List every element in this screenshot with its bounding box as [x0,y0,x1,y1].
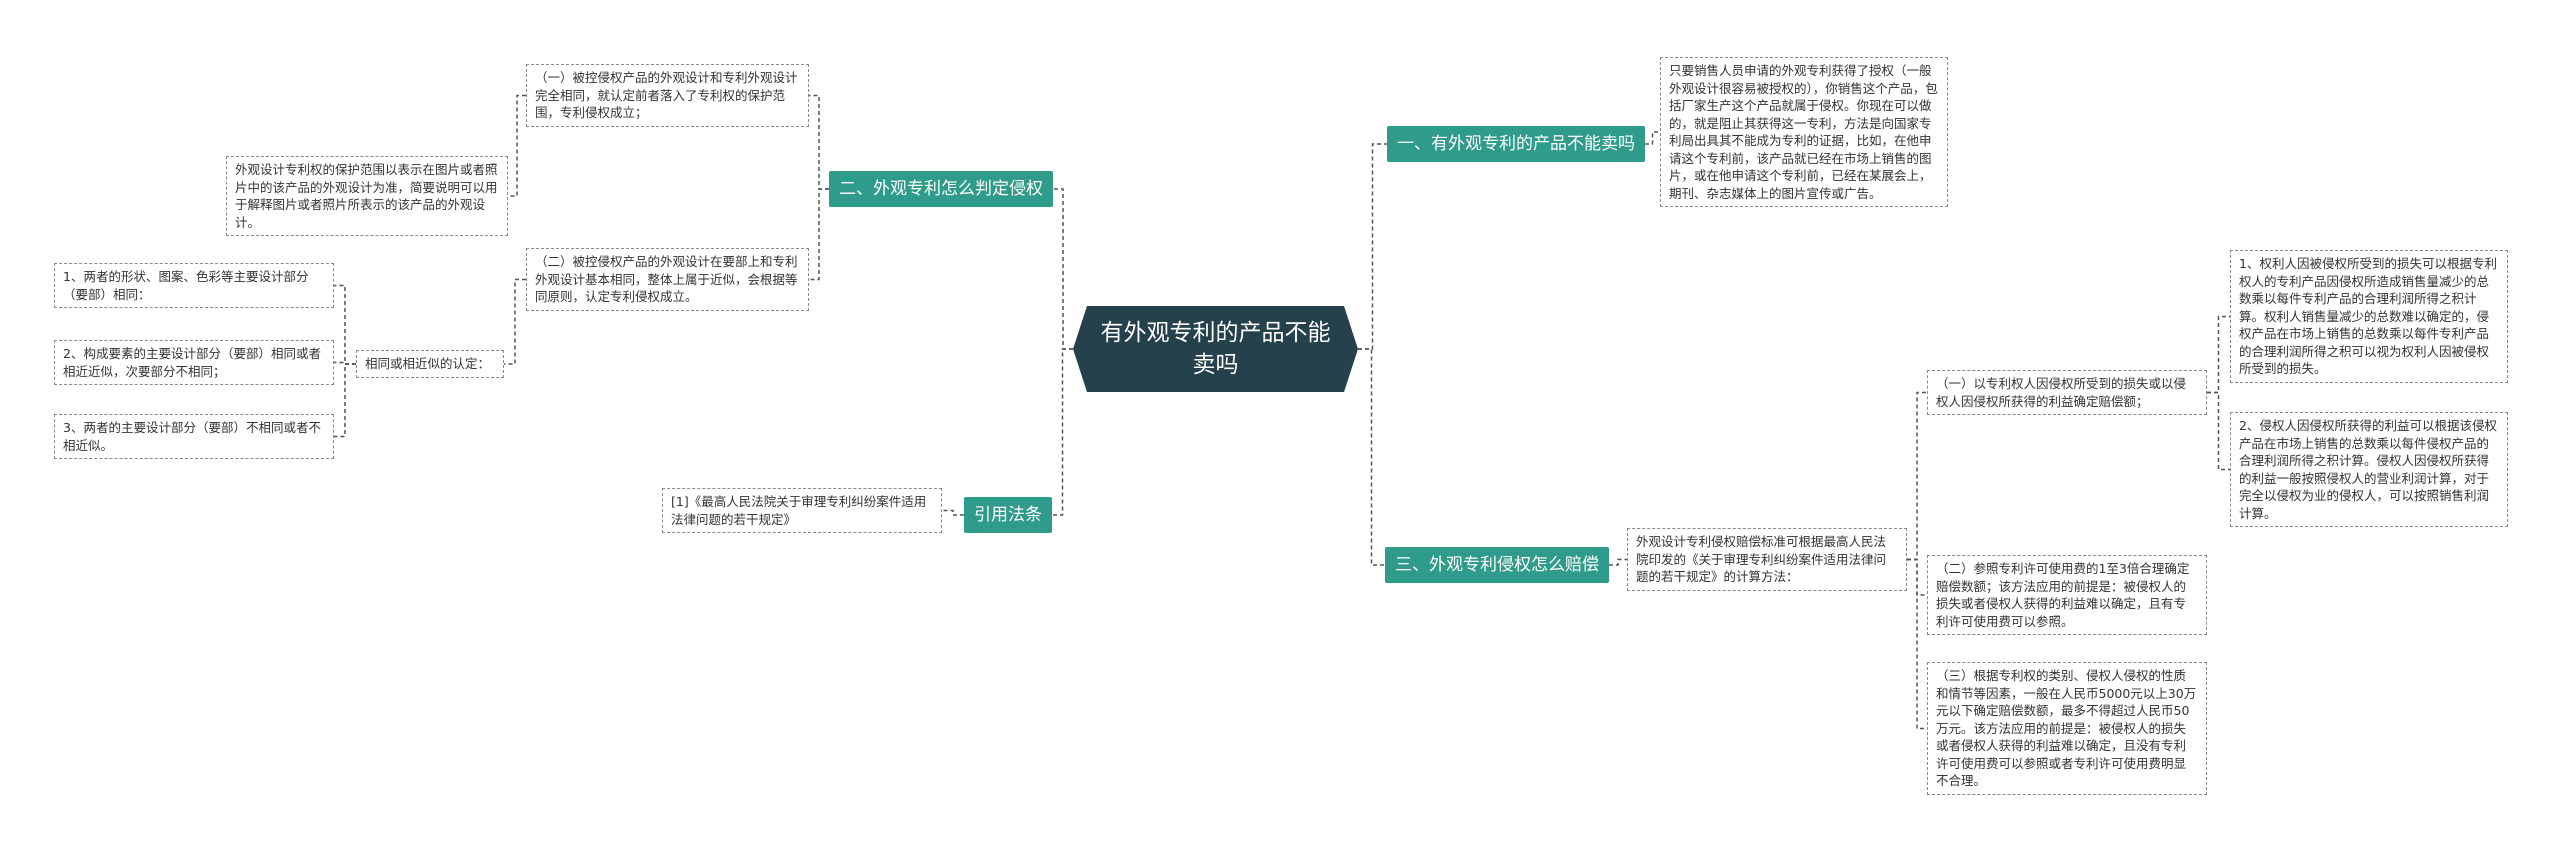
link-root-b2 [1053,188,1073,350]
link-sim-s1 [334,284,356,365]
link-root-b3 [1358,348,1385,566]
root-label: 有外观专利的产品不能卖吗 [1100,320,1331,378]
leaf-law-reference: [1]《最高人民法院关于审理专利纠纷案件适用法律问题的若干规定》 [662,488,942,533]
link-intro-c1 [1907,391,1927,561]
link-root-b4 [1052,348,1073,516]
leaf-compensation-intro: 外观设计专利侵权赔偿标准可根据最高人民法院印发的《关于审理专利纠纷案件适用法律问… [1627,528,1907,591]
branch-cited-laws[interactable]: 引用法条 [964,497,1052,533]
leaf-criteria-3: 3、两者的主要设计部分（要部）不相同或者不相近似。 [54,414,334,459]
link-c1-c1a [2207,315,2230,394]
leaf-criteria-1: 1、两者的形状、图案、色彩等主要设计部分（要部）相同： [54,263,334,308]
leaf-rights-holder-loss: 1、权利人因被侵权所受到的损失可以根据专利权人的专利产品因侵权所造成销售量减少的… [2230,250,2508,383]
link-b4-ref [942,509,964,516]
link-b3-intro [1609,558,1627,566]
leaf-statutory-damages: （三）根据专利权的类别、侵权人侵权的性质和情节等因素，一般在人民币5000元以上… [1927,662,2207,795]
link-i2-sim [504,278,526,365]
leaf-identical-design: （一）被控侵权产品的外观设计和专利外观设计完全相同，就认定前者落入了专利权的保护… [526,64,809,127]
leaf-infringer-profit: 2、侵权人因侵权所获得的利益可以根据该侵权产品在市场上销售的总数乘以每件侵权产品… [2230,412,2508,527]
branch-infringement-judgment[interactable]: 二、外观专利怎么判定侵权 [829,171,1053,207]
leaf-license-fee-method: （二）参照专利许可使用费的1至3倍合理确定赔偿数额；该方法应用的前提是：被侵权人… [1927,555,2207,635]
link-b2-i2 [809,188,829,281]
link-sim-s3 [334,363,356,438]
branch-compensation[interactable]: 三、外观专利侵权怎么赔偿 [1385,547,1609,583]
link-i1-prot [508,94,526,197]
root-topic[interactable]: 有外观专利的产品不能卖吗 [1073,306,1358,392]
leaf-similarity-criteria: 相同或相近似的认定： [356,350,504,378]
leaf-criteria-2: 2、构成要素的主要设计部分（要部）相同或者相近近似，次要部分不相同； [54,340,334,385]
link-intro-c3 [1907,558,1927,730]
leaf-similar-design: （二）被控侵权产品的外观设计在要部上和专利外观设计基本相同，整体上属于近似，会根… [526,248,809,311]
leaf-protection-scope: 外观设计专利权的保护范围以表示在图片或者照片中的该产品的外观设计为准，简要说明可… [226,156,508,236]
leaf-sale-answer: 只要销售人员申请的外观专利获得了授权（一般外观设计很容易被授权的），你销售这个产… [1660,57,1948,207]
link-root-b1 [1358,143,1387,350]
branch-sale-question[interactable]: 一、有外观专利的产品不能卖吗 [1387,126,1645,162]
leaf-method-loss-or-gain: （一）以专利权人因侵权所受到的损失或以侵权人因侵权所获得的利益确定赔偿额； [1927,370,2207,415]
link-intro-c2 [1907,558,1927,596]
link-c1-c1b [2207,391,2230,471]
link-b2-i1 [809,94,829,190]
link-b1-text [1645,131,1660,145]
